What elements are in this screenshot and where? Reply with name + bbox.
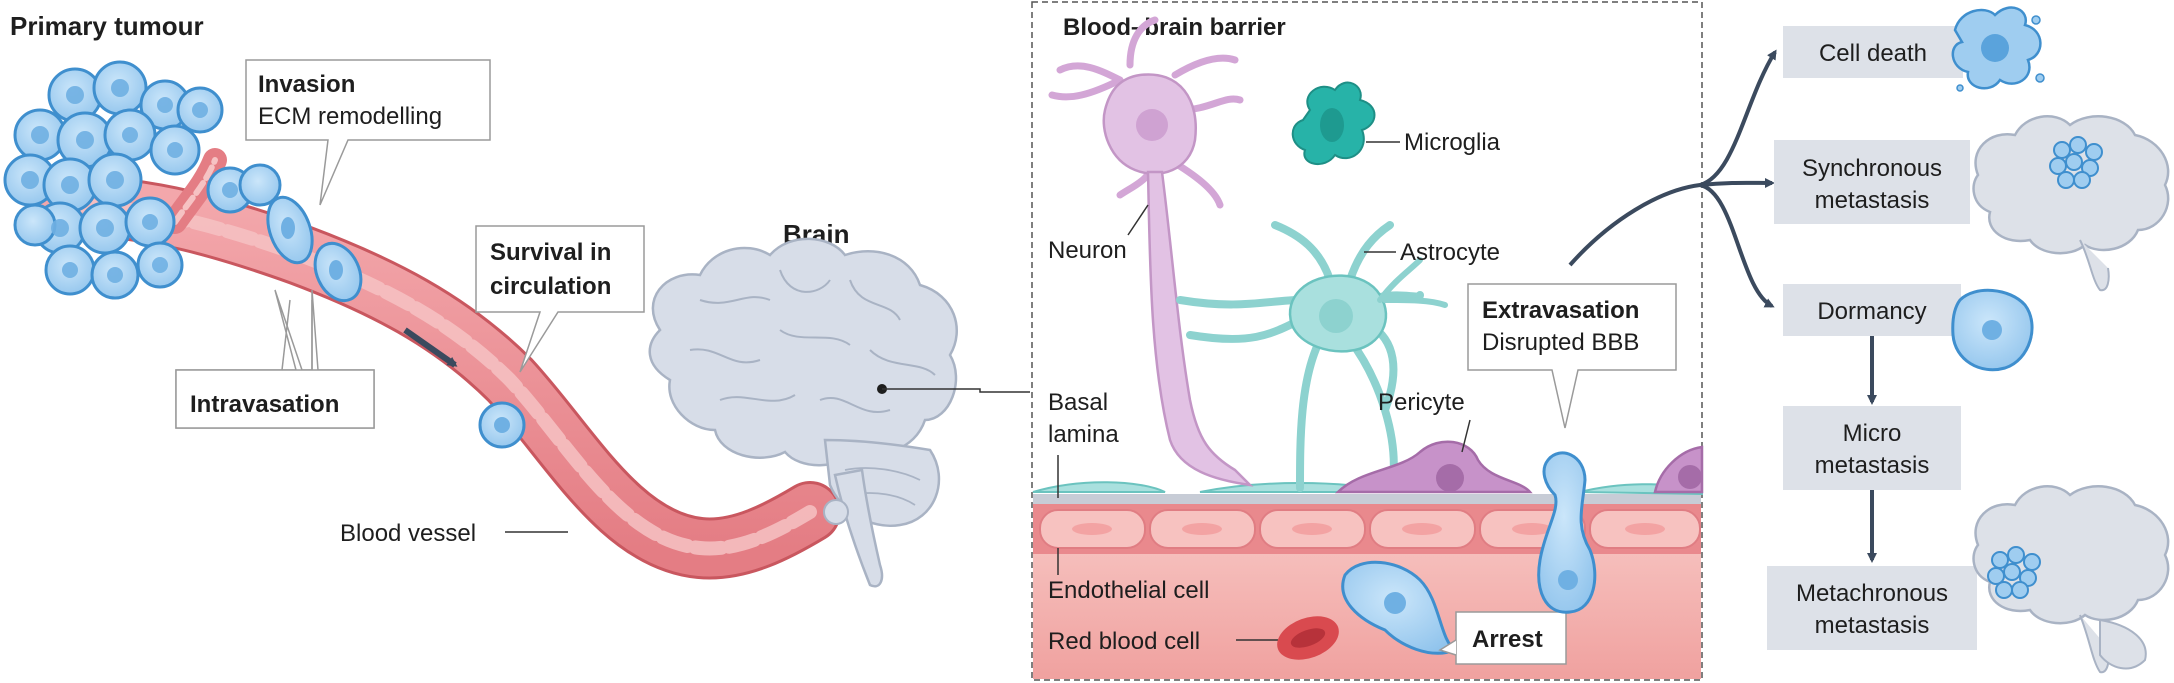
invasion-subtitle: ECM remodelling [258,103,442,130]
intravasation-title: Intravasation [190,391,339,418]
invasion-title: Invasion [258,71,355,98]
blood-flow-arrow-icon [403,327,458,368]
outcome-dormancy: Dormancy [1783,284,1961,336]
outcome-arrows [1568,52,1877,563]
blood-vessel-label: Blood vessel [340,520,476,547]
micro-label-1: Micro [1843,420,1902,447]
synchronous-label-2: metastasis [1815,187,1930,214]
blood-vessel [29,148,841,580]
basal-lamina-label-1: Basal [1048,389,1108,416]
invading-cells [266,195,363,303]
intravasation-callout: Intravasation [175,289,375,429]
astrocyte-label: Astrocyte [1400,239,1500,266]
red-blood-cell-label: Red blood cell [1048,628,1200,655]
pericyte [1334,440,1704,494]
circulating-tumour-cell [478,401,526,449]
cell-death-label: Cell death [1819,40,1927,67]
bbb-title: Blood–brain barrier [1063,14,1286,41]
pericyte-label: Pericyte [1378,389,1465,416]
metachronous-label-2: metastasis [1815,612,1930,639]
dying-cell-icon [1951,6,2045,92]
synchronous-brain-icon [1972,115,2170,292]
extravasation-subtitle: Disrupted BBB [1482,329,1639,356]
microglia [1291,81,1376,165]
dormancy-label: Dormancy [1817,298,1926,325]
synchronous-label-1: Synchronous [1802,155,1942,182]
outcome-metachronous-metastasis: Metachronous metastasis [1767,566,1977,650]
outcome-synchronous-metastasis: Synchronous metastasis [1774,140,1970,224]
metachronous-label-1: Metachronous [1796,580,1948,607]
microglia-label: Microglia [1404,129,1501,156]
basal-lamina-label-2: lamina [1048,421,1119,448]
brain-illustration [648,237,1030,588]
arrest-label: Arrest [1472,626,1543,653]
astrocyte [1176,221,1448,492]
extravasation-callout: Extravasation Disrupted BBB [1467,283,1677,429]
outcome-micro-metastasis: Micro metastasis [1783,406,1961,490]
survival-line-2: circulation [490,273,611,300]
invasion-callout: Invasion ECM remodelling [245,59,491,206]
neuron-label: Neuron [1048,237,1127,264]
arrest-callout: Arrest [1438,611,1567,665]
survival-line-1: Survival in [490,239,611,266]
metachronous-brain-icon [1972,485,2170,674]
dormant-cell-icon [1951,288,2034,372]
primary-tumour-title: Primary tumour [10,11,204,41]
extravasation-title: Extravasation [1482,297,1639,324]
extravasating-tumour-cell [1537,451,1597,614]
endothelial-cell-label: Endothelial cell [1048,577,1209,604]
survival-callout: Survival in circulation [475,225,645,373]
red-blood-cell [1277,616,1339,660]
outcome-cell-death: Cell death [1783,26,1963,78]
bbb-panel: Blood–brain barrier Neuron [1031,1,1704,681]
micro-label-2: metastasis [1815,452,1930,479]
